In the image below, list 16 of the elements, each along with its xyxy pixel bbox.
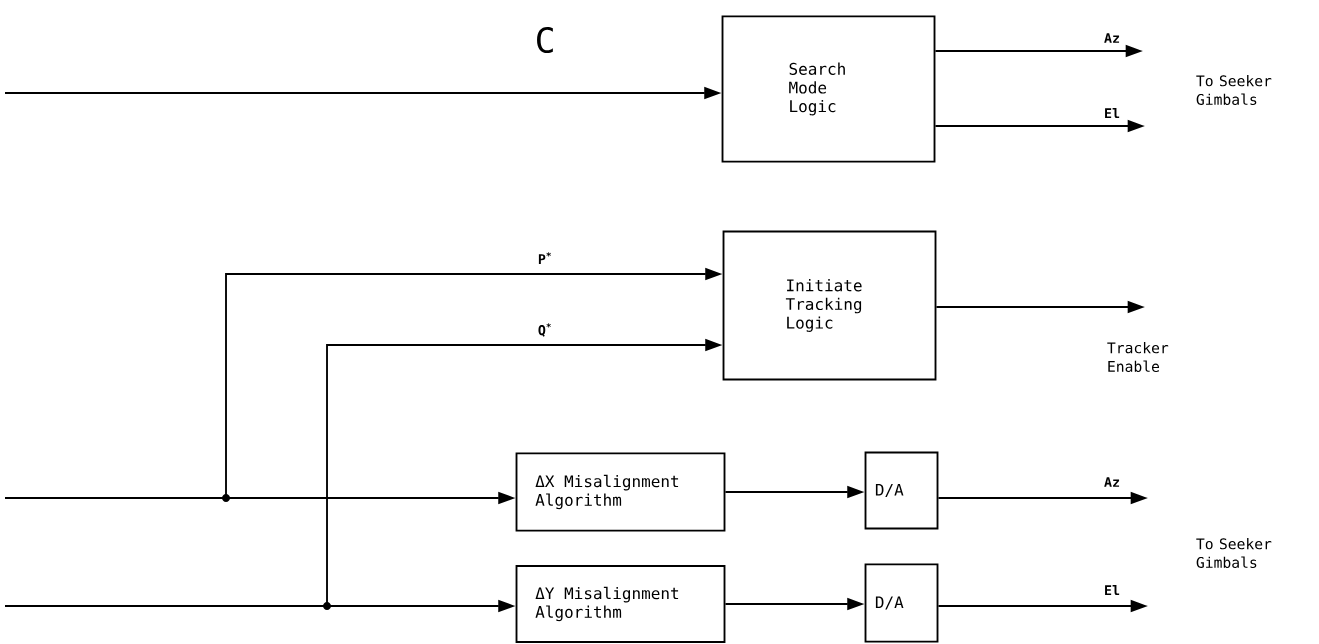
- edge-label: Q$^{*}$: [536, 321, 554, 339]
- output-label: Tracker Enable: [1107, 342, 1169, 372]
- edge-label: El: [1102, 583, 1122, 597]
- edge-label: Az: [1102, 475, 1122, 489]
- output-label: To Seeker Gimbals: [1196, 75, 1272, 105]
- process-box: ΔX Misalignment Algorithm: [515, 452, 726, 532]
- edge-label: El: [1102, 106, 1122, 120]
- edge-label: P$^{*}$: [536, 250, 554, 266]
- process-box: D/A: [864, 563, 939, 643]
- process-box: Initiate Tracking Logic: [722, 230, 937, 381]
- output-label: To Seeker Gimbals: [1196, 538, 1272, 568]
- edge-label: Az: [1102, 31, 1122, 45]
- process-box: ΔY Misalignment Algorithm: [515, 565, 726, 643]
- letter-label: C: [537, 26, 553, 54]
- process-box: D/A: [864, 451, 939, 530]
- process-box: Search Mode Logic: [721, 15, 936, 163]
